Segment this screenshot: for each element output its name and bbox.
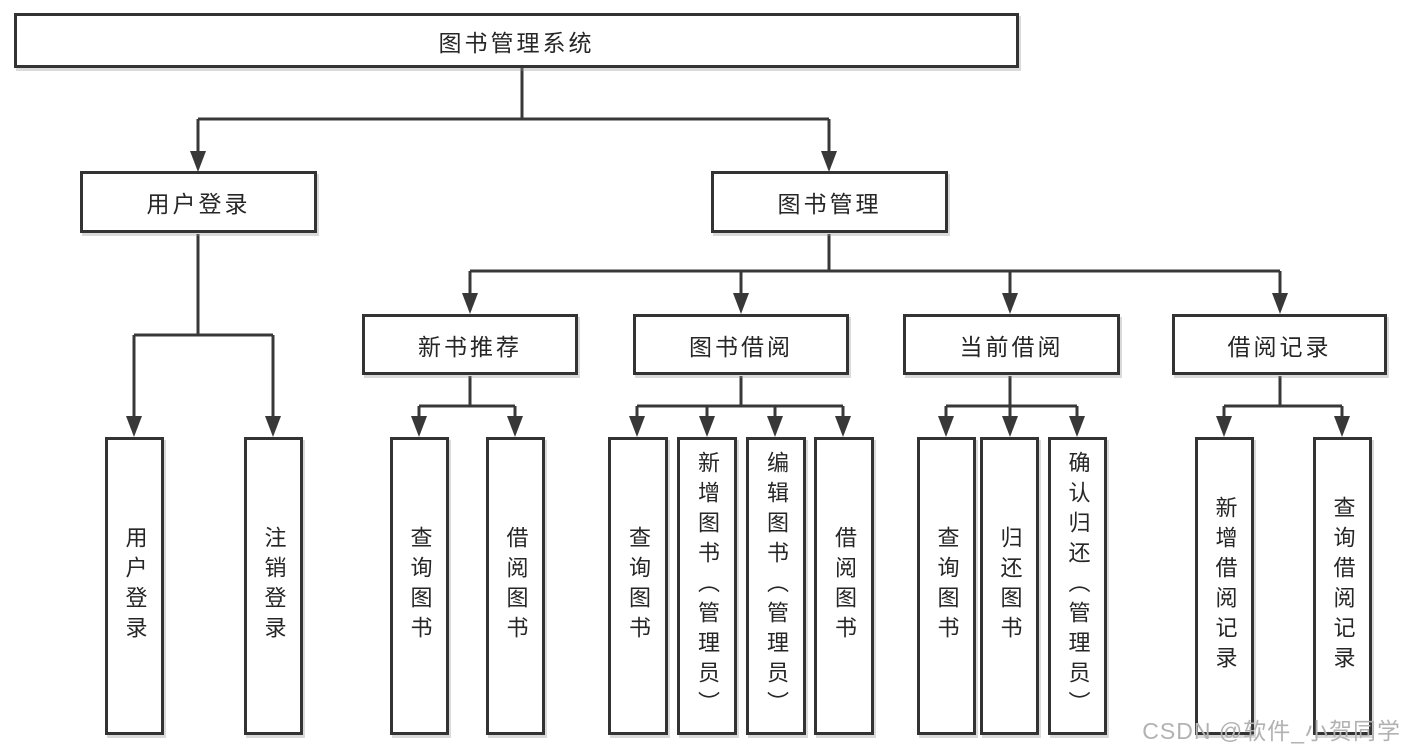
- leaf-query-books-current: 查询图书: [917, 437, 976, 735]
- node-borrow-records: 借阅记录: [1172, 314, 1387, 375]
- arrowhead: [835, 416, 851, 437]
- arrowhead: [699, 416, 715, 437]
- node-library-management-system: 图书管理系统: [14, 13, 1019, 68]
- node-book-management: 图书管理: [711, 171, 948, 233]
- leaf-query-books-borrow: 查询图书: [608, 437, 668, 735]
- leaf-return-books: 归还图书: [980, 437, 1039, 735]
- arrowhead: [1002, 416, 1018, 437]
- arrowhead: [126, 416, 142, 437]
- connector-book-management-branch: [462, 234, 1288, 314]
- leaf-query-borrow-record: 查询借阅记录: [1313, 437, 1372, 735]
- connector-book-borrow-branch: [629, 376, 851, 437]
- node-current-borrow: 当前借阅: [903, 314, 1120, 375]
- connector-root-to-level2: [190, 68, 837, 172]
- connector-current-borrow-branch: [938, 376, 1085, 437]
- node-user-login: 用户登录: [80, 171, 317, 233]
- arrowhead: [767, 416, 783, 437]
- connector-user-login-branch: [126, 234, 281, 437]
- connector-new-book-branch: [411, 376, 523, 437]
- leaf-edit-books-admin: 编辑图书（管理员）: [746, 437, 806, 735]
- arrowhead: [462, 293, 478, 314]
- arrowhead: [821, 151, 837, 172]
- leaf-add-borrow-record: 新增借阅记录: [1195, 437, 1254, 735]
- node-book-borrow: 图书借阅: [633, 314, 849, 375]
- arrowhead: [733, 293, 749, 314]
- node-new-book-recommend: 新书推荐: [362, 314, 578, 375]
- leaf-add-books-admin: 新增图书（管理员）: [677, 437, 737, 735]
- arrowhead: [629, 416, 645, 437]
- arrowhead: [507, 416, 523, 437]
- leaf-query-books-recommend: 查询图书: [390, 437, 449, 735]
- connector-borrow-records-branch: [1216, 376, 1350, 437]
- arrowhead: [190, 151, 206, 172]
- arrowhead: [411, 416, 427, 437]
- leaf-confirm-return-admin: 确认归还（管理员）: [1048, 437, 1107, 735]
- arrowhead: [1069, 416, 1085, 437]
- arrowhead: [1272, 293, 1288, 314]
- arrowhead: [265, 416, 281, 437]
- leaf-user-login: 用户登录: [105, 437, 164, 735]
- arrowhead: [1002, 293, 1018, 314]
- leaf-borrow-books: 借阅图书: [814, 437, 874, 735]
- arrowhead: [1334, 416, 1350, 437]
- arrowhead: [1216, 416, 1232, 437]
- csdn-watermark: CSDN @软件_小贺同学: [1142, 718, 1401, 744]
- leaf-logout: 注销登录: [244, 437, 303, 735]
- leaf-borrow-books-recommend: 借阅图书: [486, 437, 545, 735]
- arrowhead: [938, 416, 954, 437]
